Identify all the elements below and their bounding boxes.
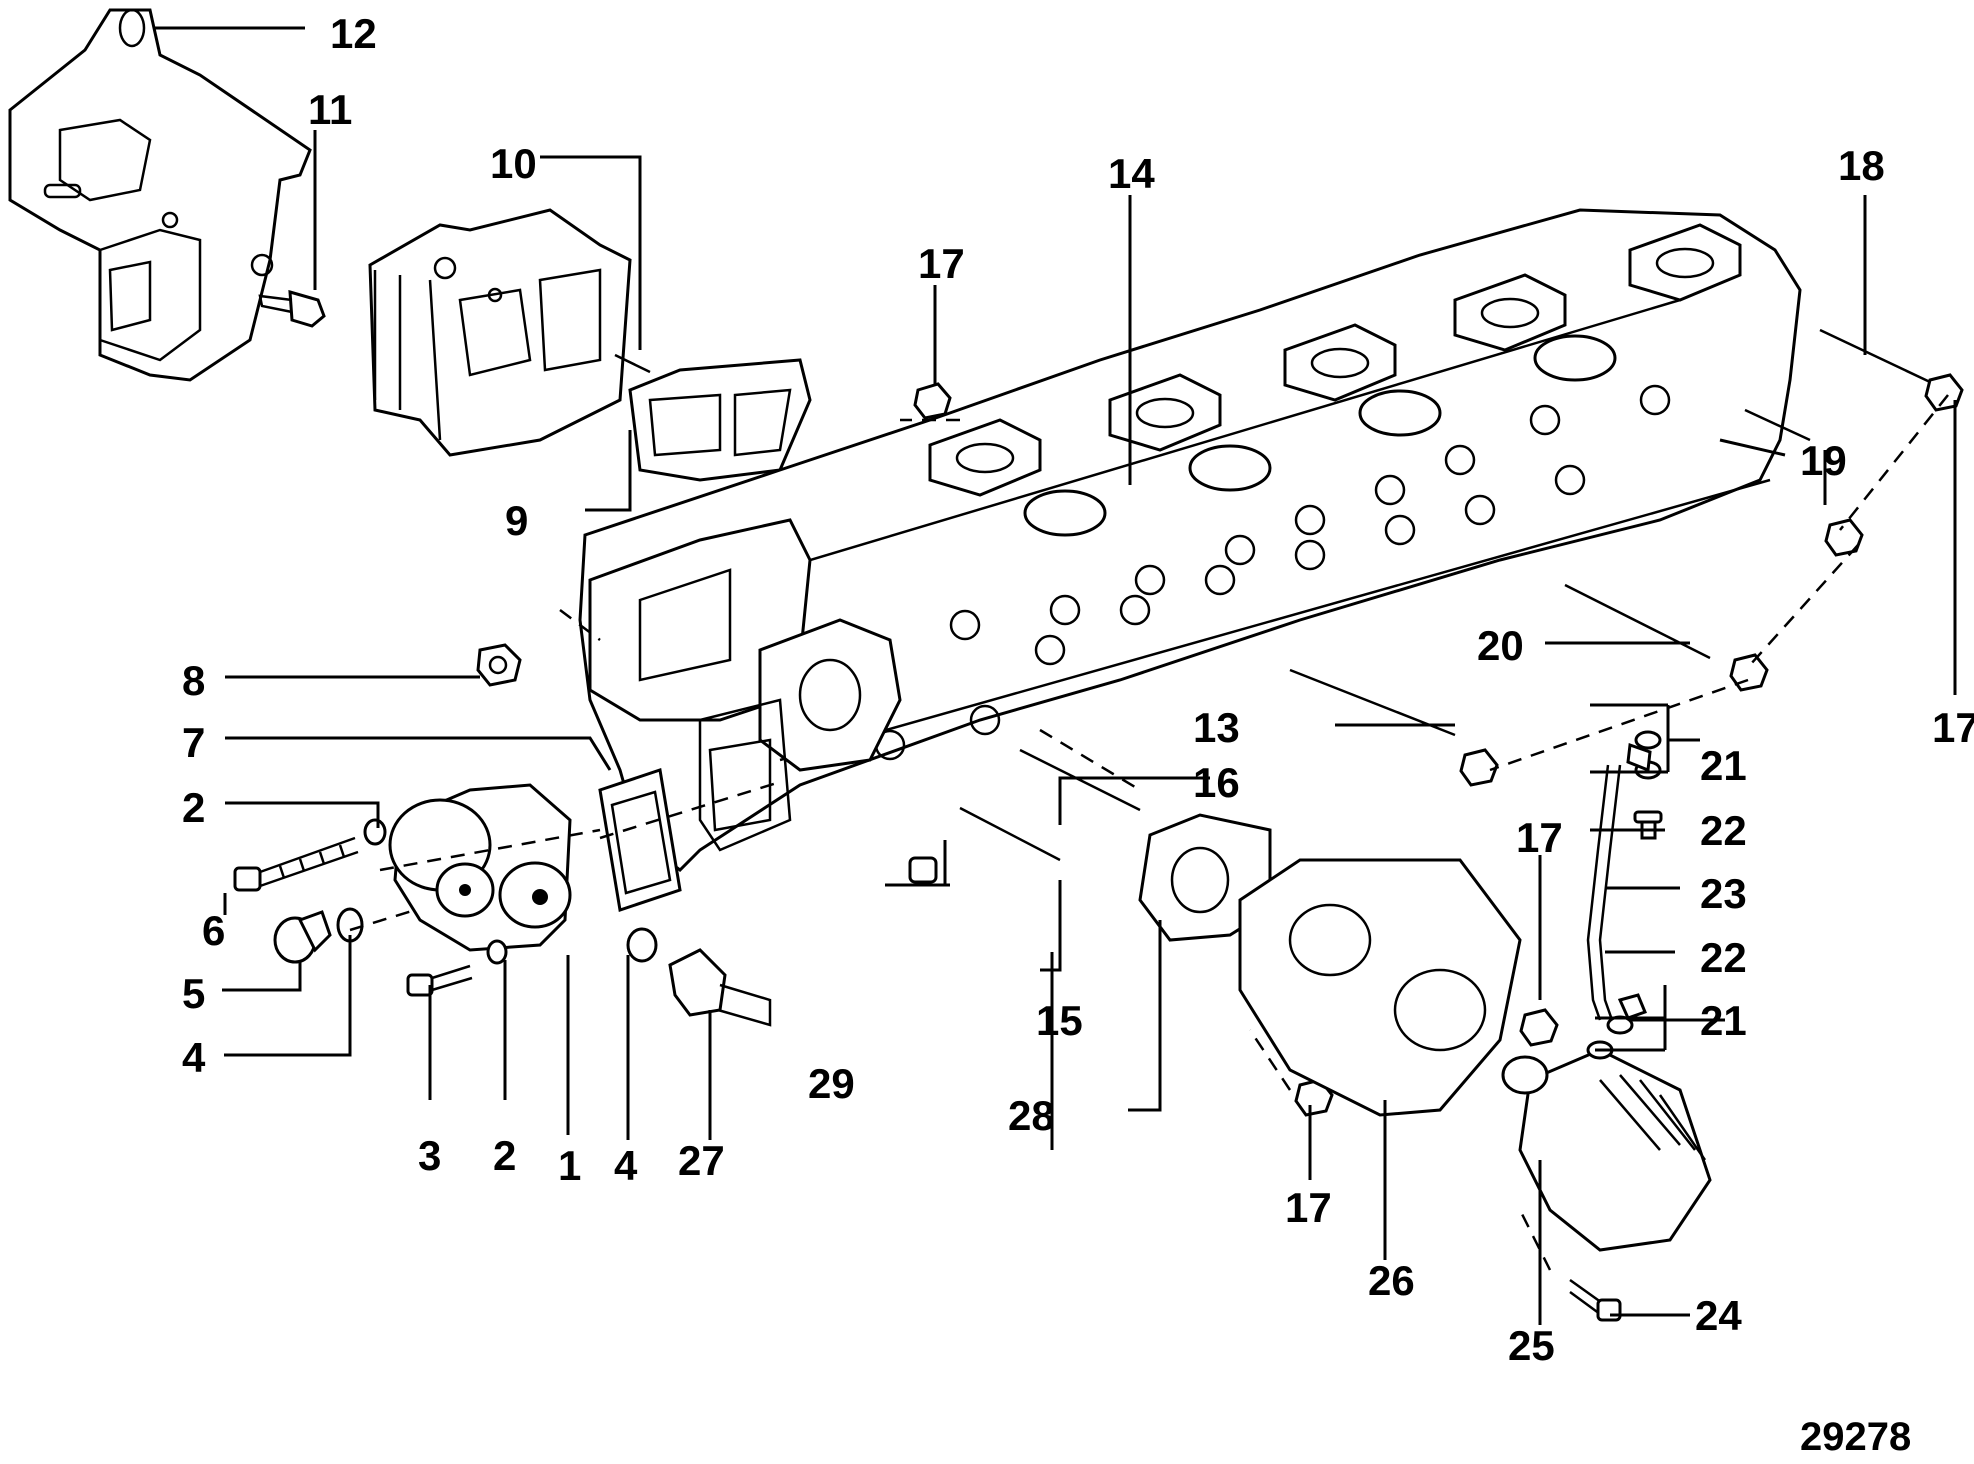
part-plug-5 (273, 910, 332, 964)
part-gasket-7 (598, 768, 682, 912)
figure-number: 29278 (1800, 1415, 1911, 1459)
callout-10: 10 (490, 140, 537, 187)
callout-22-bottom: 22 (1700, 934, 1747, 981)
alignment-lines (349, 394, 1949, 1271)
callout-numbers: 12 11 10 14 17 18 19 9 8 20 17 7 13 16 2… (182, 10, 1974, 1369)
part-exhaust-manifold (578, 208, 1802, 872)
callout-26: 26 (1368, 1257, 1415, 1304)
callout-9: 9 (505, 497, 528, 544)
part-o-ring-4b (626, 927, 658, 963)
callout-3: 3 (418, 1132, 441, 1179)
part-water-tube (1586, 730, 1663, 1060)
part-bracket (8, 8, 312, 382)
callout-14: 14 (1108, 150, 1155, 197)
part-temperature-sender (668, 948, 772, 1027)
part-nut-8 (476, 643, 522, 687)
callout-23: 23 (1700, 870, 1747, 917)
part-bolt-11 (258, 289, 326, 328)
callout-18: 18 (1838, 142, 1885, 189)
callout-17-mid: 17 (1516, 814, 1563, 861)
callout-21-top: 21 (1700, 742, 1747, 789)
callout-7: 7 (182, 719, 205, 766)
callout-11: 11 (308, 86, 352, 133)
part-washer-2a (363, 818, 387, 846)
callout-22-top: 22 (1700, 807, 1747, 854)
callout-17-top: 17 (918, 240, 965, 287)
callout-15: 15 (1036, 997, 1083, 1044)
callout-13: 13 (1193, 704, 1240, 751)
callout-29: 29 (808, 1060, 855, 1107)
part-exhaust-elbow (1238, 858, 1522, 1117)
callout-20: 20 (1477, 622, 1524, 669)
part-gasket-9 (628, 358, 812, 482)
callout-24: 24 (1695, 1292, 1742, 1339)
leader-lines (155, 26, 1957, 1325)
callout-8: 8 (182, 657, 205, 704)
part-bolt-3 (406, 964, 473, 997)
part-washer-2b (486, 939, 508, 965)
callout-21-bottom: 21 (1700, 997, 1747, 1044)
part-bolt-24 (1569, 1278, 1622, 1322)
part-pipe-plug-29 (908, 856, 938, 884)
callout-2-bottom: 2 (493, 1132, 516, 1179)
callout-2-left: 2 (182, 784, 205, 831)
callout-19: 19 (1800, 437, 1847, 484)
callout-27: 27 (678, 1137, 725, 1184)
part-studs (614, 328, 1931, 862)
callout-6: 6 (202, 907, 225, 954)
part-hose-connector (1501, 1048, 1712, 1252)
callout-16: 16 (1193, 759, 1240, 806)
callout-17-right: 17 (1932, 704, 1974, 751)
part-nuts-17 (913, 373, 1964, 1117)
part-long-bolt-6 (233, 836, 359, 892)
callout-25: 25 (1508, 1322, 1555, 1369)
callout-12: 12 (330, 10, 377, 57)
callout-28: 28 (1008, 1092, 1055, 1139)
part-adapter-block (368, 208, 632, 457)
callout-5: 5 (182, 970, 205, 1017)
callout-4-bottom: 4 (614, 1142, 638, 1189)
callout-4-left: 4 (182, 1034, 206, 1081)
callout-17-bottom: 17 (1285, 1184, 1332, 1231)
part-thermostat-housing (388, 783, 572, 952)
callout-1: 1 (558, 1142, 581, 1189)
